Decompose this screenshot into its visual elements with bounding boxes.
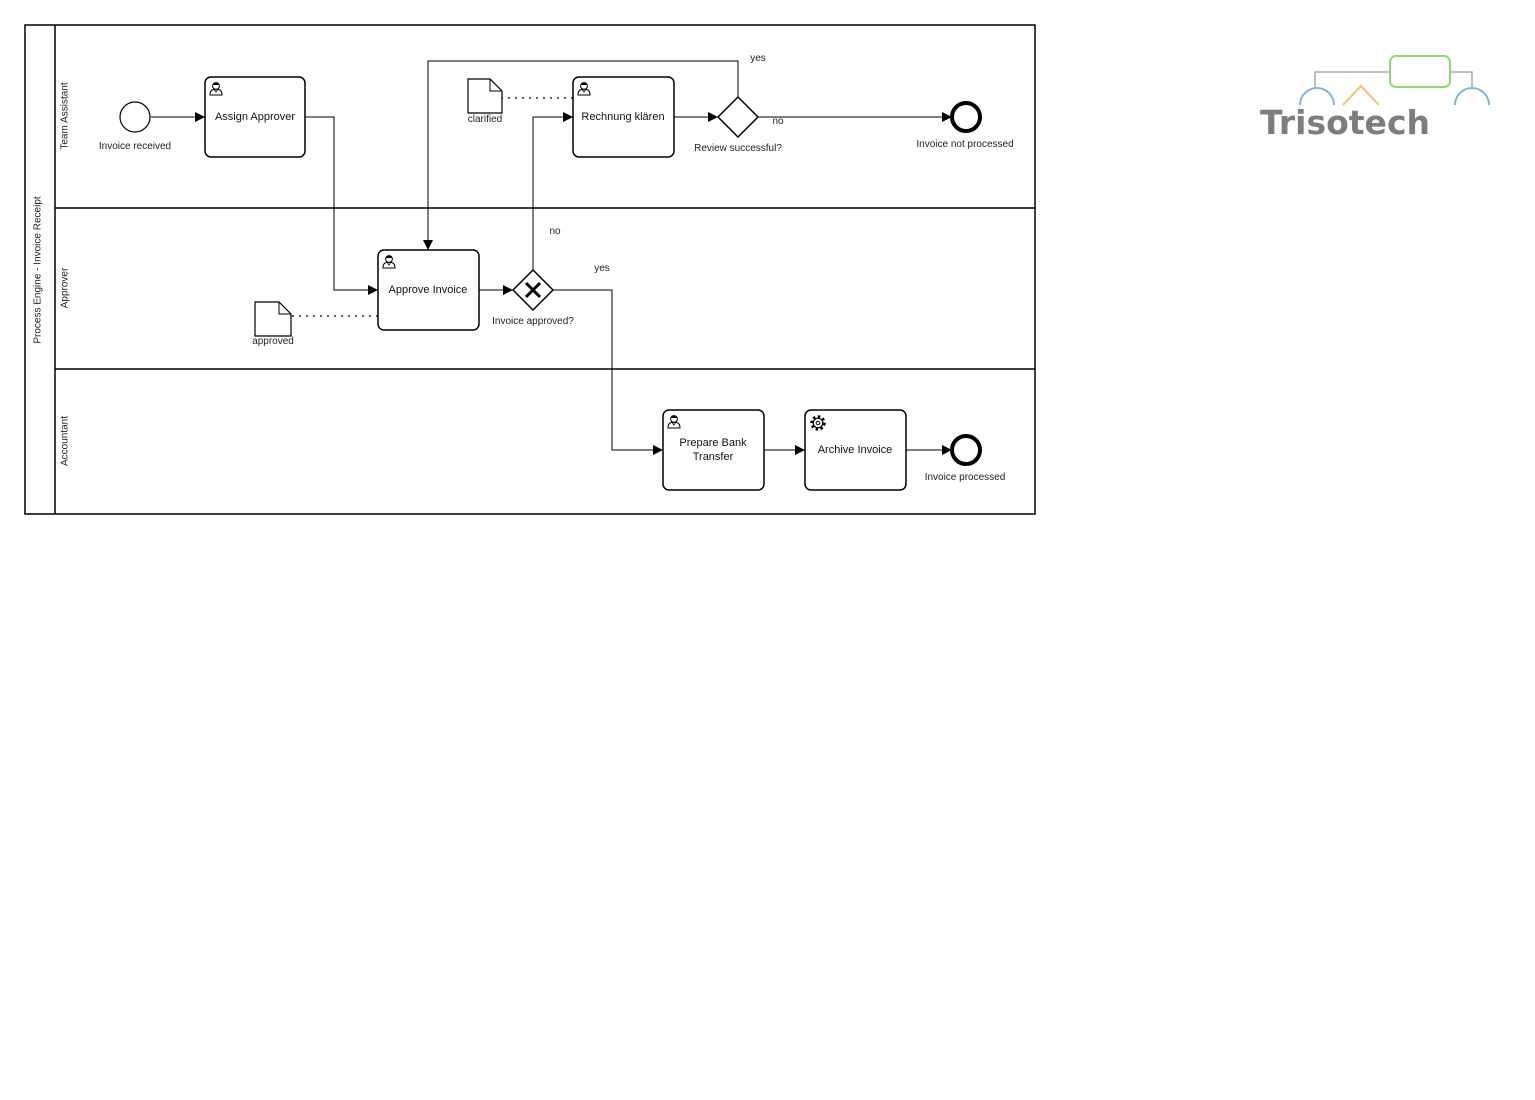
logo-arc-left	[1299, 87, 1335, 106]
lane-label-approver: Approver	[60, 267, 71, 308]
service-task-gear-icon	[810, 415, 826, 431]
data-object-label: clarified	[468, 114, 502, 125]
data-associations	[291, 98, 573, 316]
flow-gateway-no-to-rechnung	[532, 112, 573, 270]
data-object-label: approved	[252, 336, 294, 347]
logo-arc-right	[1454, 87, 1490, 106]
end-event-invoice-not-processed[interactable]: Invoice not processed	[916, 101, 1014, 150]
flow-assign-to-approve	[305, 116, 378, 295]
flow-review-yes-to-approve	[423, 60, 739, 250]
gateway-review-successful[interactable]: Review successful?	[694, 95, 782, 154]
logo-text: Trisotech	[1260, 103, 1430, 140]
logo-chevron	[1342, 84, 1380, 106]
task-label: Archive Invoice	[818, 444, 893, 456]
task-rechnung-klaeren[interactable]: Rechnung klären	[572, 76, 675, 158]
gateway-label: Review successful?	[694, 143, 782, 154]
task-label: Assign Approver	[215, 111, 295, 123]
logo-box	[1389, 55, 1451, 88]
lane-label-accountant: Accountant	[60, 416, 71, 466]
sequence-flows	[151, 60, 952, 455]
task-prepare-bank-transfer[interactable]: Prepare Bank Transfer	[662, 409, 765, 491]
end-event-processed-label: Invoice processed	[925, 472, 1006, 483]
flow-label-approved-yes: yes	[594, 263, 610, 274]
end-event-invoice-processed[interactable]: Invoice processed	[925, 434, 1006, 483]
task-label-line2: Transfer	[693, 451, 734, 463]
gateway-label: Invoice approved?	[492, 316, 574, 327]
flow-label-review-no: no	[772, 116, 784, 127]
flow-label-review-yes: yes	[750, 53, 766, 64]
task-approve-invoice[interactable]: Approve Invoice	[377, 249, 480, 331]
task-label: Approve Invoice	[389, 284, 468, 296]
task-label-line1: Prepare Bank	[679, 437, 747, 449]
logo-connector	[1314, 71, 1473, 88]
trisotech-logo: Trisotech	[1260, 55, 1490, 140]
gateway-invoice-approved[interactable]: Invoice approved?	[492, 268, 574, 327]
bpmn-diagram: Process Engine - Invoice Receipt Team As…	[24, 24, 1036, 515]
task-archive-invoice[interactable]: Archive Invoice	[804, 409, 907, 491]
task-label: Rechnung klären	[581, 111, 664, 123]
data-object-clarified[interactable]: clarified	[467, 78, 503, 125]
data-object-approved[interactable]: approved	[252, 301, 294, 347]
start-event-invoice-received[interactable]: Invoice received	[99, 101, 171, 152]
flow-label-approved-no: no	[549, 226, 561, 237]
pool-label: Process Engine - Invoice Receipt	[33, 196, 44, 344]
start-event-label: Invoice received	[99, 141, 171, 152]
task-assign-approver[interactable]: Assign Approver	[204, 76, 306, 158]
flow-gateway-yes-to-prepare	[553, 289, 663, 455]
exclusive-x-icon	[524, 281, 542, 299]
lane-label-team-assistant: Team Assistant	[60, 82, 71, 149]
end-event-not-processed-label: Invoice not processed	[916, 139, 1013, 150]
